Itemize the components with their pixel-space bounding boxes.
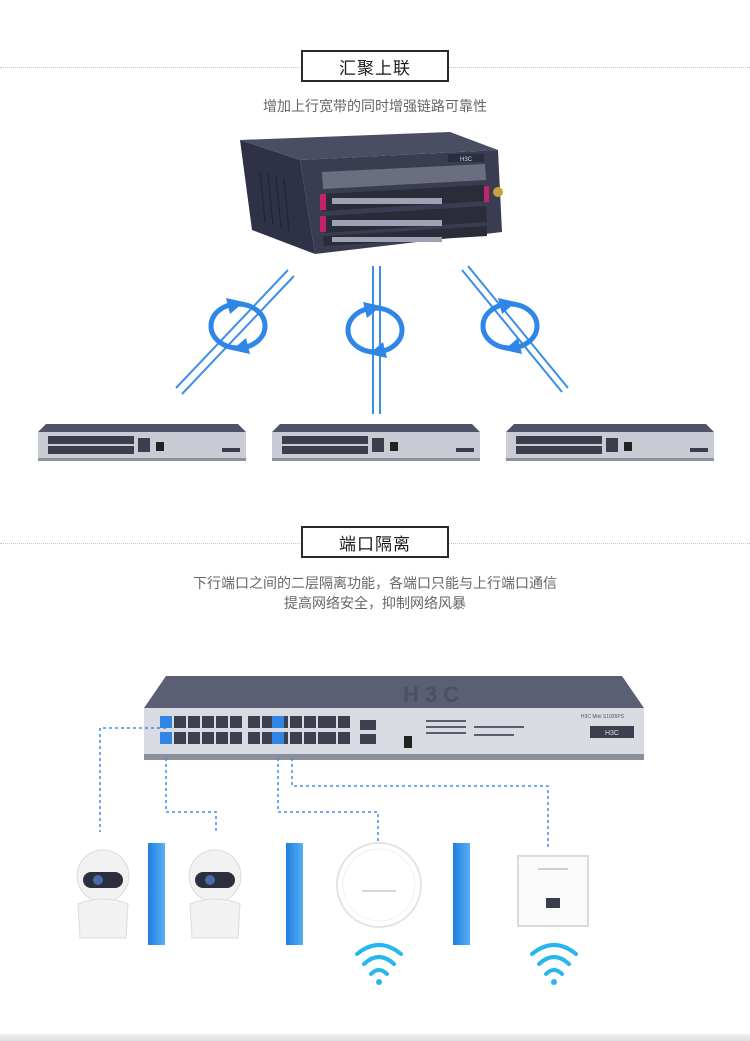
section-title-uplink-text: 汇聚上联 bbox=[339, 58, 411, 79]
isolation-bar bbox=[453, 843, 470, 945]
switch-top-logo: H3C bbox=[403, 682, 465, 707]
wifi-signal-icon bbox=[355, 943, 403, 985]
section-subtitle-isolation-line1: 下行端口之间的二层隔离功能，各端口只能与上行端口通信 bbox=[193, 576, 557, 592]
core-chassis-switch: H3C bbox=[240, 132, 503, 254]
section-title-uplink: 汇聚上联 bbox=[301, 50, 449, 82]
isolation-bar bbox=[286, 843, 303, 945]
footer-edge bbox=[0, 1034, 750, 1041]
security-camera-icon bbox=[76, 849, 130, 939]
ceiling-access-point-icon bbox=[336, 842, 422, 928]
wifi-signal-icon bbox=[530, 943, 578, 985]
rotate-arrows-icon bbox=[480, 298, 540, 354]
security-camera-icon bbox=[188, 849, 242, 939]
access-switch bbox=[506, 424, 714, 461]
section-subtitle-uplink: 增加上行宽带的同时增强链路可靠性 bbox=[263, 99, 487, 115]
section-title-isolation: 端口隔离 bbox=[301, 526, 449, 558]
chassis-logo: H3C bbox=[460, 157, 473, 163]
main-switch: H3C H3C Mini S1026PS H3C bbox=[144, 676, 644, 760]
switch-model-text: H3C Mini S1026PS bbox=[581, 714, 625, 720]
access-switch bbox=[272, 424, 480, 461]
port-connections bbox=[99, 727, 549, 848]
section-subtitle-isolation-line2: 提高网络安全，抑制网络风暴 bbox=[284, 596, 466, 612]
switch-front-logo: H3C bbox=[605, 730, 619, 737]
access-switch bbox=[38, 424, 246, 461]
rotate-arrows-icon bbox=[208, 298, 268, 354]
uplink-links bbox=[175, 265, 569, 414]
wall-panel-access-point-icon bbox=[517, 855, 589, 927]
rotate-arrows-icon bbox=[345, 302, 405, 358]
isolation-bar bbox=[148, 843, 165, 945]
section-title-isolation-text: 端口隔离 bbox=[339, 534, 411, 555]
